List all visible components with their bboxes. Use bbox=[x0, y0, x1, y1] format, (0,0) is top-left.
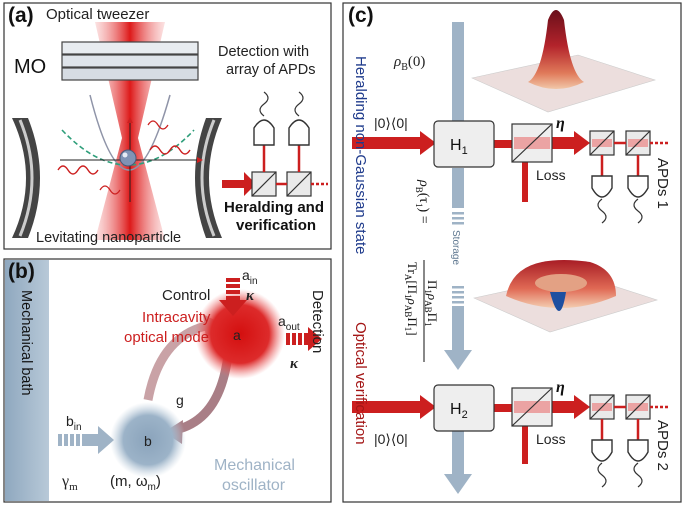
output-arrow-aout bbox=[286, 327, 322, 351]
h1-box bbox=[433, 120, 495, 168]
cavity-mirror-right bbox=[195, 118, 222, 238]
svg-text:aout: aout bbox=[278, 313, 300, 333]
formula-denominator: Tr bbox=[405, 262, 420, 274]
nanoparticle-label: Levitating nanoparticle bbox=[36, 230, 181, 246]
cavity-mirror-left bbox=[12, 118, 40, 238]
panel-b-label: (b) bbox=[8, 260, 35, 283]
mode-b-label: b bbox=[144, 433, 152, 449]
rho0-label: ρ bbox=[393, 54, 401, 70]
bath-label: Mechanical bath bbox=[18, 290, 34, 396]
kappa-in-label: κ bbox=[246, 288, 255, 304]
panel-a-label: (a) bbox=[8, 4, 34, 27]
storage-label: Storage bbox=[450, 230, 461, 265]
a-out-label: a bbox=[278, 313, 286, 329]
loss-bottom-label: Loss bbox=[536, 431, 566, 447]
heralding-label-line1: Heralding and bbox=[224, 199, 324, 216]
a-in-label: a bbox=[242, 267, 250, 283]
panel-c: (c) ρB(0) Heralding non-Gaussian state O… bbox=[342, 2, 682, 503]
state-formula: ρB(τ1) = Π1ρABΠ1 TrA[Π1ρABΠ1] bbox=[403, 179, 440, 362]
panel-a: (a) Optical tweezer MO Detection with ar… bbox=[3, 2, 332, 250]
intracavity-label-line1: Intracavity bbox=[142, 309, 211, 326]
mode-b-blob bbox=[110, 402, 186, 478]
apd-array-bottom bbox=[589, 394, 668, 488]
input-arrow-b bbox=[58, 426, 114, 454]
svg-text:ρB(τ1) =: ρB(τ1) = bbox=[414, 179, 431, 224]
loss-splitter-bottom bbox=[511, 387, 553, 427]
h2-box bbox=[433, 384, 495, 432]
svg-text:TrA[Π1ρABΠ1]: TrA[Π1ρABΠ1] bbox=[403, 262, 420, 336]
formula-lhs: ρ bbox=[416, 179, 431, 187]
detector-array-a bbox=[251, 91, 328, 197]
formula-numerator: Π bbox=[425, 280, 440, 289]
mechanical-path-bottom bbox=[452, 430, 464, 476]
svg-text:H2: H2 bbox=[450, 401, 468, 421]
mass-params-label: (m, ω bbox=[110, 473, 148, 490]
detection-label-line2: array of APDs bbox=[226, 62, 315, 78]
control-label: Control bbox=[162, 287, 210, 304]
heralding-side-label: Heralding non-Gaussian state bbox=[352, 56, 369, 254]
panel-b: (b) Mechanical bath Control ain κ Intrac… bbox=[3, 258, 332, 503]
mode-a-label: a bbox=[233, 327, 241, 343]
scattered-light-left bbox=[57, 165, 99, 175]
tweezer-label: Optical tweezer bbox=[46, 6, 149, 23]
apds2-label: APDs 2 bbox=[654, 420, 671, 471]
mechanical-bath bbox=[5, 260, 49, 501]
vacuum-input-bottom: |0⟩⟨0| bbox=[374, 431, 408, 447]
microscope-objective bbox=[61, 41, 199, 81]
gamma-label: γ bbox=[61, 473, 69, 490]
mo-label: MO bbox=[14, 56, 46, 78]
detection-label-b: Detection bbox=[309, 290, 326, 353]
svg-text:ρB(0): ρB(0) bbox=[393, 54, 425, 73]
svg-text:bin: bin bbox=[66, 413, 82, 433]
apds1-label: APDs 1 bbox=[654, 158, 671, 209]
svg-text:Π1ρABΠ1: Π1ρABΠ1 bbox=[423, 280, 440, 327]
svg-text:γm: γm bbox=[61, 473, 78, 493]
apd-array-top bbox=[589, 130, 668, 224]
input-beam-top bbox=[352, 137, 422, 149]
wigner-nongaussian-surface bbox=[473, 260, 659, 333]
mech-osc-label-line1: Mechanical bbox=[214, 457, 295, 474]
loss-splitter-top bbox=[511, 123, 553, 163]
heralding-label-line2: verification bbox=[236, 217, 316, 234]
mode-a-blob bbox=[195, 289, 285, 379]
nanoparticle bbox=[119, 149, 137, 167]
storage-dashes bbox=[452, 212, 464, 304]
intracavity-label-line2: optical mode bbox=[124, 329, 209, 346]
vacuum-input-top: |0⟩⟨0| bbox=[374, 115, 408, 131]
panel-c-label: (c) bbox=[348, 4, 374, 27]
kappa-out-label: κ bbox=[290, 356, 299, 372]
input-arrow-a bbox=[219, 278, 247, 316]
verification-side-label: Optical verification bbox=[352, 322, 369, 445]
detection-label-line1: Detection with bbox=[218, 44, 309, 60]
svg-text:(m, ωm): (m, ωm) bbox=[110, 473, 161, 493]
eta-bottom-label: η bbox=[556, 379, 565, 396]
scattered-light-right bbox=[149, 145, 191, 155]
h1-label: H bbox=[450, 137, 462, 154]
coupling-g-label: g bbox=[176, 392, 184, 408]
loss-top-label: Loss bbox=[536, 167, 566, 183]
b-in-label: b bbox=[66, 413, 74, 429]
svg-text:H1: H1 bbox=[450, 137, 468, 157]
svg-text:ain: ain bbox=[242, 267, 258, 287]
eta-top-label: η bbox=[556, 115, 565, 132]
mechanical-path-top bbox=[452, 22, 464, 137]
input-beam-bottom bbox=[352, 401, 422, 413]
mech-osc-label-line2: oscillator bbox=[222, 477, 286, 494]
output-arrow-a bbox=[244, 172, 256, 196]
wigner-gaussian-surface bbox=[471, 10, 657, 113]
h2-label: H bbox=[450, 401, 462, 418]
